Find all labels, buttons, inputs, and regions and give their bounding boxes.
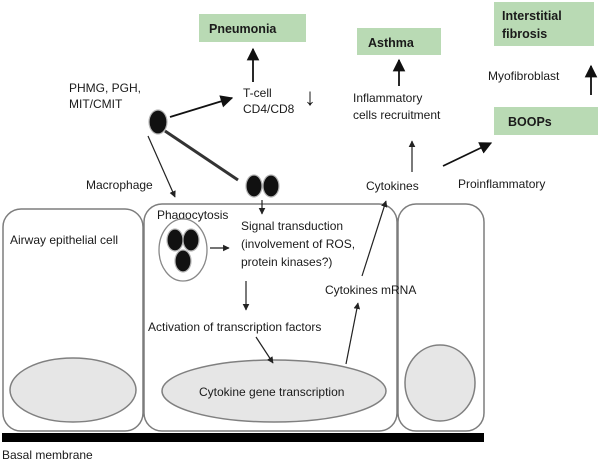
macrophage-to-particles-line: [164, 129, 239, 182]
myofibroblast-label: Myofibroblast: [488, 69, 560, 83]
signal-transduction-label-3: protein kinases?): [241, 255, 332, 269]
activation-to-transcription-arrow: [255, 336, 274, 364]
nucleus-center: [161, 359, 387, 423]
cytokine-gene-transcription-label: Cytokine gene transcription: [199, 385, 344, 399]
interstitial-fibrosis-box: [494, 2, 594, 46]
surface-particle-2: [262, 174, 280, 198]
phagosome-particle-1: [166, 228, 184, 252]
mrna-to-cytokines-arrow: [361, 200, 388, 277]
basal-membrane-bar: [2, 433, 484, 442]
macrophage-label: Macrophage: [86, 178, 153, 192]
cytokines-to-boops-arrow: [442, 142, 493, 167]
nucleus-right: [404, 344, 476, 422]
pneumonia-label: Pneumonia: [209, 22, 277, 36]
transcription-to-mrna-arrow: [345, 302, 361, 365]
macrophage-to-tcell-arrow: [169, 95, 234, 118]
surface-particle-1: [245, 174, 263, 198]
asthma-label: Asthma: [368, 36, 415, 50]
phagosome-particle-3: [174, 249, 192, 273]
proinflammatory-label: Proinflammatory: [458, 177, 545, 191]
agents-label-2: MIT/CMIT: [69, 97, 123, 111]
basal-membrane-label: Basal membrane: [2, 448, 93, 462]
phagocytosis-label: Phagocytosis: [157, 208, 228, 222]
decrease-arrow-icon: ↓: [304, 84, 316, 111]
airway-epithelial-cell-label: Airway epithelial cell: [10, 233, 118, 247]
tcell-label-2: CD4/CD8: [243, 102, 295, 116]
cytokines-mrna-label: Cytokines mRNA: [325, 283, 416, 297]
signal-transduction-label-2: (involvement of ROS,: [241, 237, 355, 251]
interstitial-fibrosis-label-2: fibrosis: [502, 27, 547, 41]
macrophage-particle: [148, 109, 168, 135]
phagosome-particle-2: [182, 228, 200, 252]
asthma-box: [357, 28, 441, 55]
inflammatory-label-2: cells recruitment: [353, 108, 441, 122]
inflammatory-label-1: Inflammatory: [353, 91, 422, 105]
agents-label-1: PHMG, PGH,: [69, 81, 141, 95]
signal-transduction-label-1: Signal transduction: [241, 219, 343, 233]
cytokines-label: Cytokines: [366, 179, 419, 193]
interstitial-fibrosis-label-1: Interstitial: [502, 9, 562, 23]
activation-label: Activation of transcription factors: [148, 320, 321, 334]
boops-label: BOOPs: [508, 115, 552, 129]
nucleus-left: [9, 357, 137, 423]
boops-box: [494, 107, 598, 135]
pneumonia-box: [199, 14, 306, 42]
tcell-label-1: T-cell: [243, 86, 272, 100]
macrophage-to-phagocytosis-arrow: [147, 135, 176, 198]
